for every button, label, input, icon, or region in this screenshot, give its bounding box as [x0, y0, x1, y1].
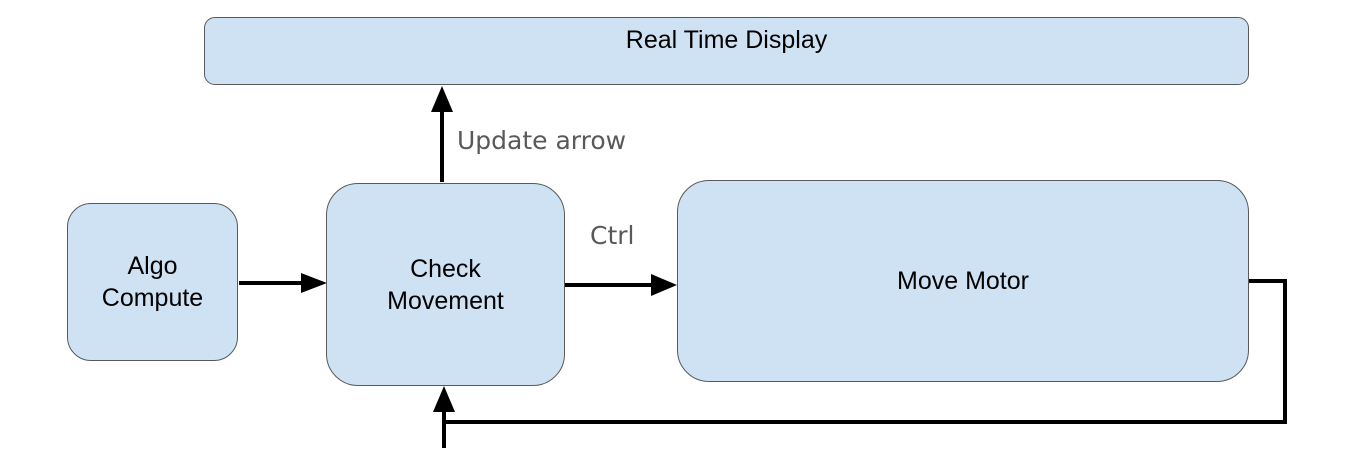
check-movement-box: Check Movement: [326, 183, 565, 386]
feedback-loop-line: [444, 279, 1287, 424]
real-time-display-label: Real Time Display: [625, 26, 828, 54]
algo-compute-label: Algo Compute: [101, 252, 204, 312]
move-motor-box: Move Motor: [677, 180, 1249, 382]
update-arrow-label: Update arrow: [457, 126, 627, 155]
move-motor-label: Move Motor: [897, 267, 1029, 295]
check-movement-label: Check Movement: [387, 254, 504, 315]
ctrl-label: Ctrl: [590, 221, 635, 250]
arrowhead-algo-to-check: [301, 273, 327, 293]
arrowhead-check-to-motor: [651, 274, 677, 296]
arrowhead-feedback-into-check: [433, 386, 455, 412]
real-time-display-box: Real Time Display: [204, 17, 1249, 85]
algo-compute-box: Algo Compute: [67, 203, 238, 361]
arrowhead-check-to-display: [431, 86, 453, 112]
